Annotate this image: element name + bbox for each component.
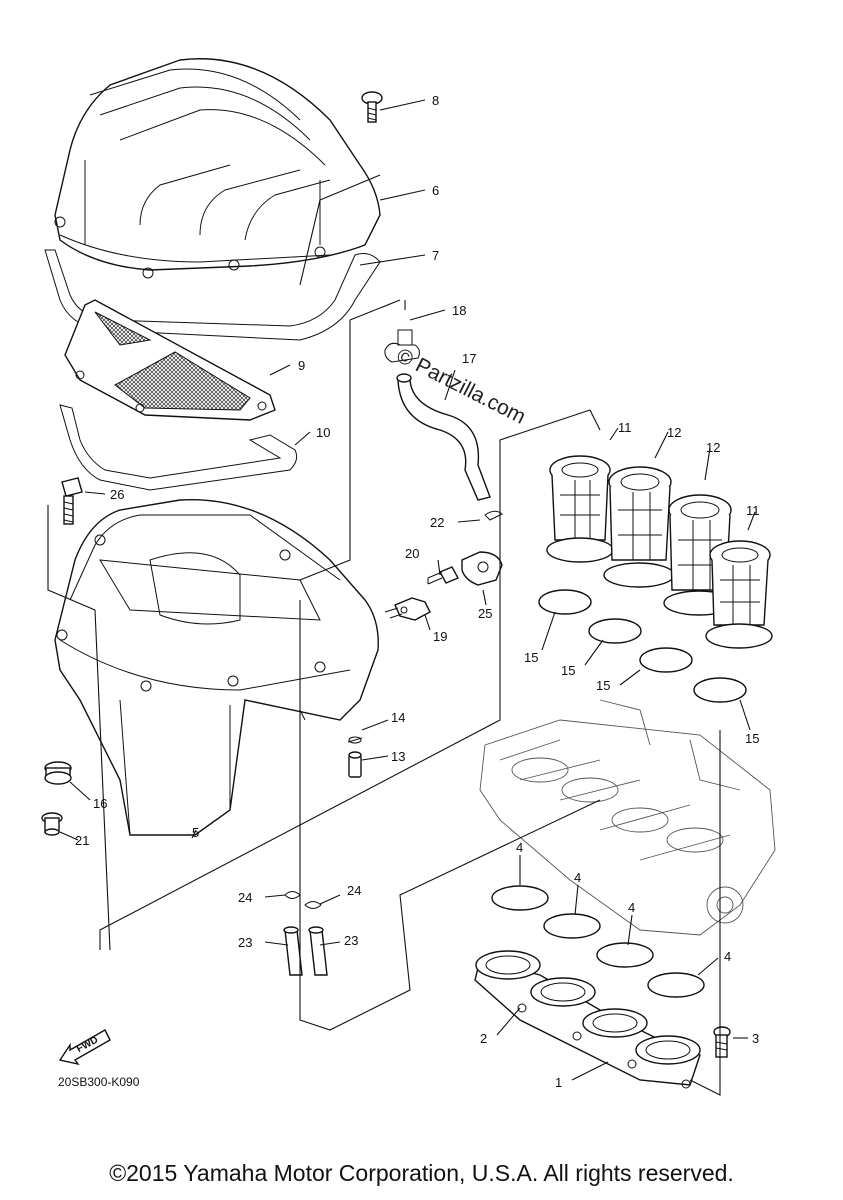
callout: 19 <box>433 629 447 644</box>
diagram-code: 20SB300-K090 <box>58 1075 140 1089</box>
collar <box>41 812 63 836</box>
callout: 15 <box>561 663 575 678</box>
callout: 12 <box>706 440 720 455</box>
case-bolt <box>61 477 83 525</box>
funnel-12-left <box>603 466 675 588</box>
breather-hose <box>384 329 503 521</box>
clamp-15-c <box>639 647 693 673</box>
clamp-4-d <box>647 972 705 998</box>
intake-funnels <box>546 455 773 649</box>
grommet <box>44 761 72 785</box>
callout: 25 <box>478 606 492 621</box>
guide-lines <box>47 174 721 1096</box>
sensor-bolt <box>427 566 459 585</box>
callout: 24 <box>238 890 252 905</box>
air-filter-cover <box>54 58 381 279</box>
callout: 11 <box>618 420 632 435</box>
cover-screw <box>361 91 383 123</box>
callout: 4 <box>516 840 523 855</box>
clamp-15-b <box>588 618 642 644</box>
copyright-footer: ©2015 Yamaha Motor Corporation, U.S.A. A… <box>109 1160 734 1186</box>
joint-bolt <box>713 1026 731 1058</box>
callout-numbers: 8 6 7 18 17 9 10 26 11 12 12 11 22 20 25… <box>75 93 760 1090</box>
callout: 3 <box>752 1031 759 1046</box>
callout: 16 <box>93 796 107 811</box>
callout: 8 <box>432 93 439 108</box>
air-filter-element <box>64 299 276 421</box>
funnel-11-right <box>705 540 773 649</box>
intake-sensor <box>384 597 431 621</box>
callout: 18 <box>452 303 466 318</box>
callout: 21 <box>75 833 89 848</box>
callout: 12 <box>667 425 681 440</box>
callout: 2 <box>480 1031 487 1046</box>
funnel-11-left <box>546 455 614 563</box>
clamp-4-c <box>596 942 654 968</box>
callout: 11 <box>746 503 760 518</box>
callout: 26 <box>110 487 124 502</box>
sensor-cap <box>461 551 503 586</box>
callout: 6 <box>432 183 439 198</box>
callout: 23 <box>238 935 252 950</box>
drain-plug <box>347 736 363 778</box>
callout: 7 <box>432 248 439 263</box>
callout: 15 <box>596 678 610 693</box>
intake-joints <box>474 950 701 1089</box>
clamp-4-b <box>543 913 601 939</box>
callout: 22 <box>430 515 444 530</box>
fwd-arrow: FWD <box>58 1029 111 1066</box>
callout: 10 <box>316 425 330 440</box>
funnel-clamps <box>538 589 747 703</box>
callout: 9 <box>298 358 305 373</box>
callout: 15 <box>745 731 759 746</box>
callout: 1 <box>555 1075 562 1090</box>
callout: 15 <box>524 650 538 665</box>
callout-leaders <box>59 99 756 1081</box>
clamp-15-d <box>693 677 747 703</box>
joint-clamps <box>491 885 705 998</box>
callout: 13 <box>391 749 405 764</box>
callout: 5 <box>192 825 199 840</box>
callout: 4 <box>628 900 635 915</box>
callout: 20 <box>405 546 419 561</box>
clamp-4-a <box>491 885 549 911</box>
element-seal <box>59 404 298 491</box>
callout: 23 <box>344 933 358 948</box>
callout: 14 <box>391 710 405 725</box>
callout: 4 <box>724 949 731 964</box>
callout: 4 <box>574 870 581 885</box>
clamp-15-a <box>538 589 592 615</box>
air-filter-case <box>54 498 379 836</box>
callout: 24 <box>347 883 361 898</box>
callout: 17 <box>462 351 476 366</box>
